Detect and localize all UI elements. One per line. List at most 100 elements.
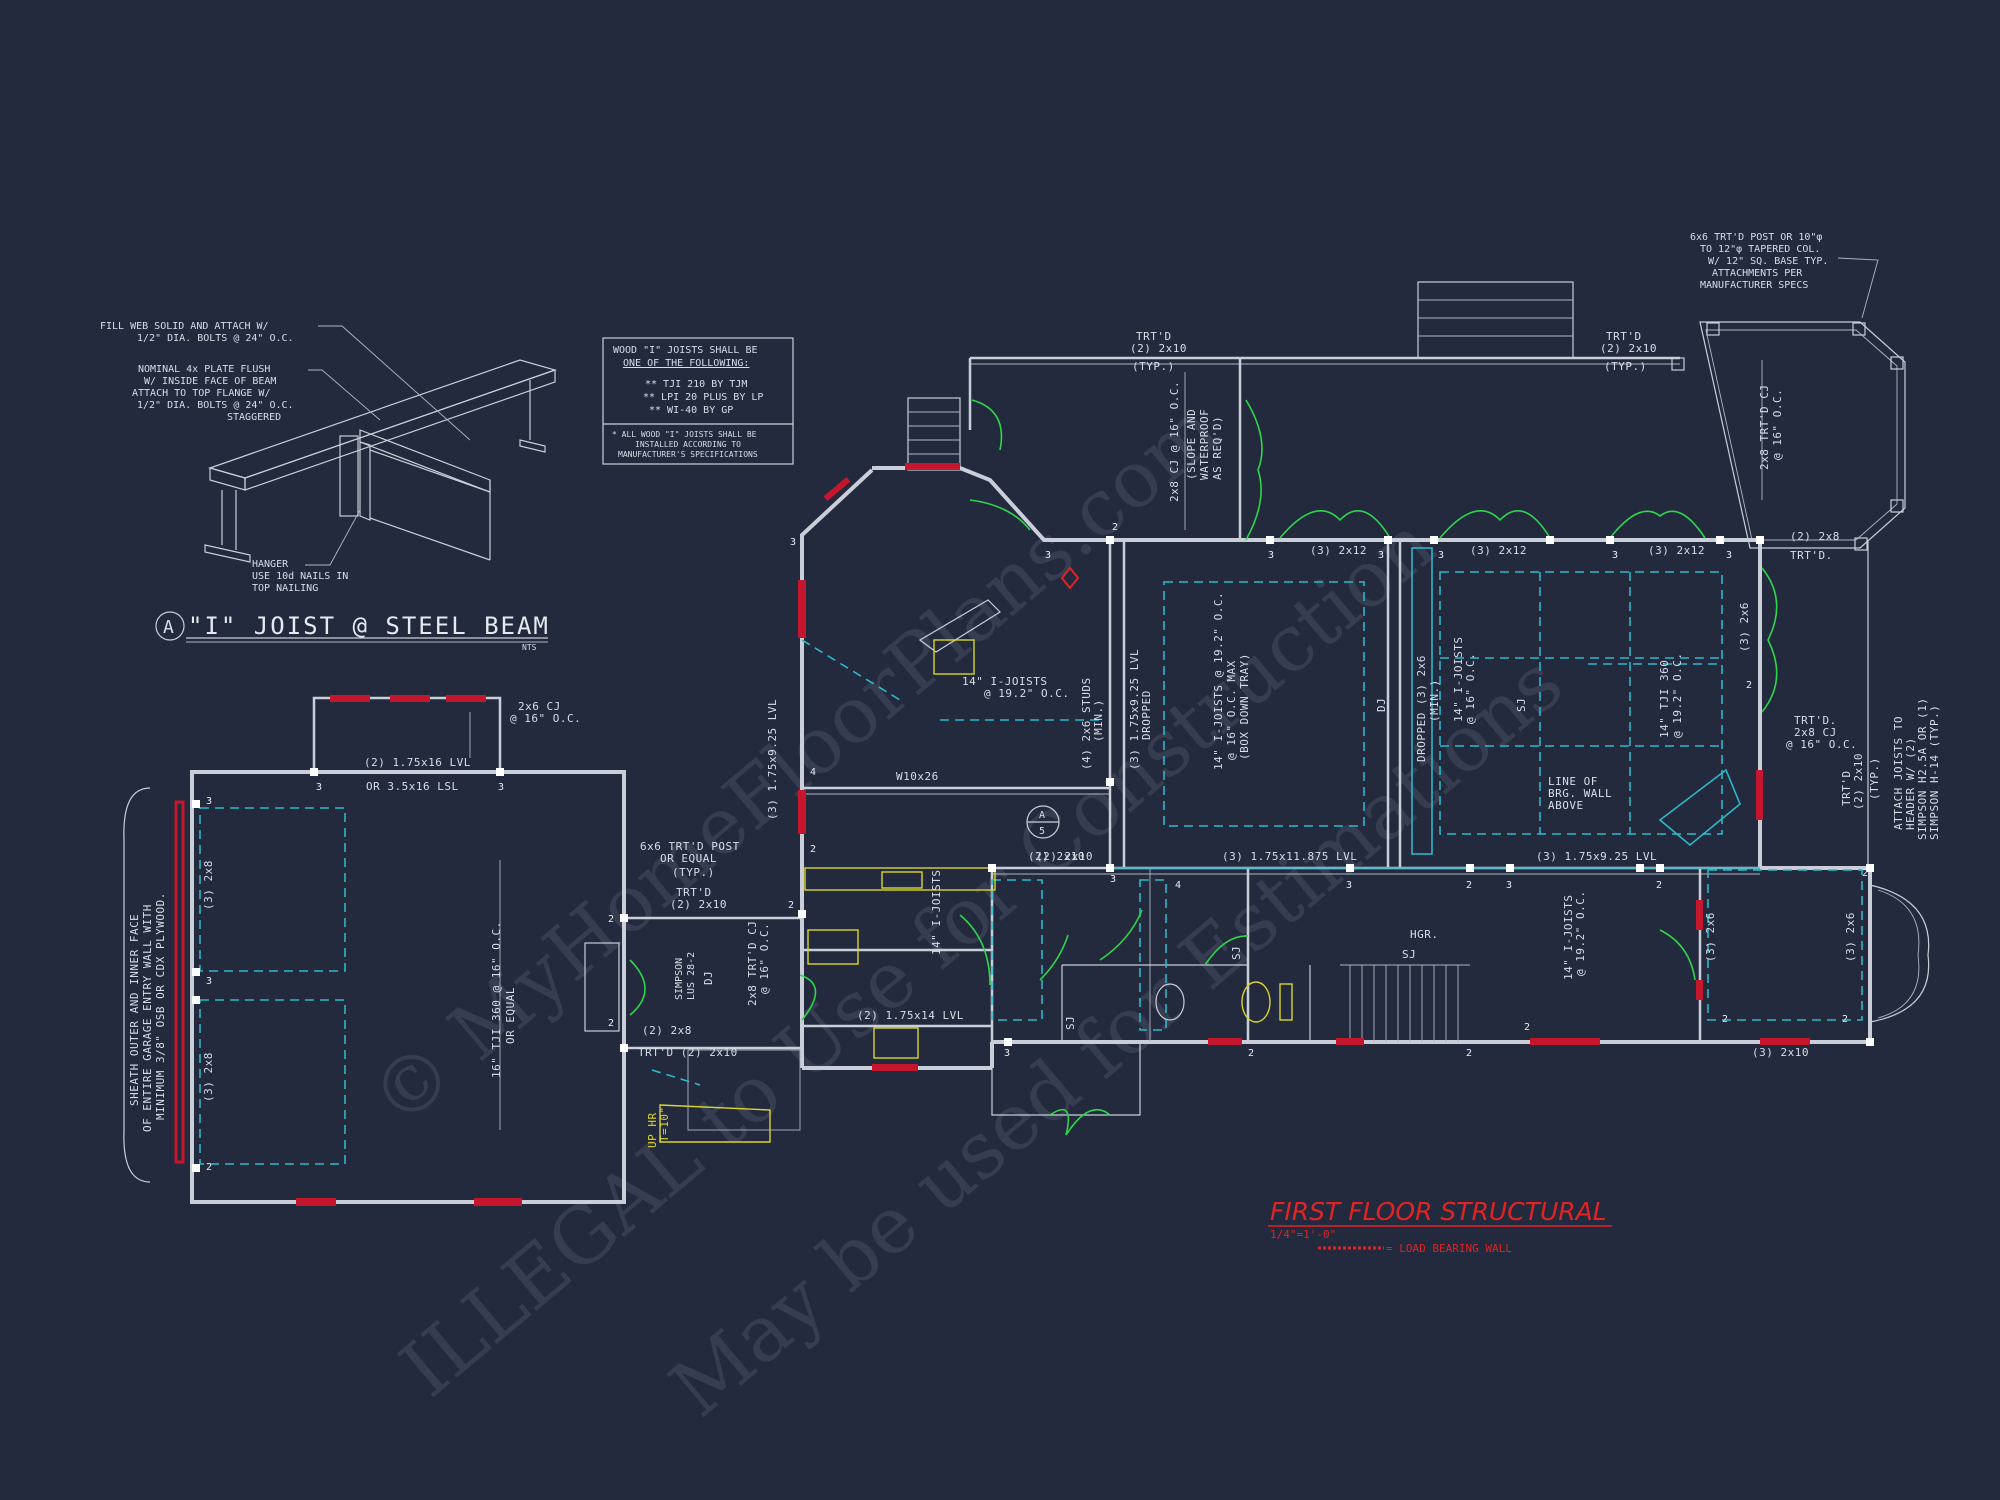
- lbl-3-2x12-c: (3) 2x12: [1648, 544, 1705, 557]
- post-24: [1866, 864, 1874, 872]
- detail-title: "I" JOIST @ STEEL BEAM: [188, 612, 550, 640]
- structural-labels: TRT'D (2) 2x10 (TYP.) TRT'D (2) 2x10 (TY…: [128, 330, 1941, 1148]
- joist-note-box: WOOD "I" JOISTS SHALL BE ONE OF THE FOLL…: [602, 337, 794, 465]
- lbl-tji360-2: @ 19.2" O.C.: [1671, 653, 1684, 738]
- door-kitchen: [799, 974, 817, 1021]
- post-13: [1384, 536, 1392, 544]
- door-east-1: [1761, 567, 1778, 713]
- lbl-g-2-2x8: (2) 2x8: [642, 1024, 692, 1037]
- door-french-2: [1439, 510, 1551, 539]
- lbl-2x10-top: (2) 2x10: [1130, 342, 1187, 355]
- leader-hanger: [305, 509, 361, 566]
- post-6: [496, 768, 504, 776]
- bn-13: 4: [1175, 880, 1181, 891]
- lbl-dropped-1: DROPPED (3) 2x6: [1415, 655, 1428, 762]
- door-porch-1: [971, 399, 1003, 451]
- lbl-sj-4: SJ: [1402, 948, 1416, 961]
- post-note-l2: TO 12"φ TAPERED COL.: [1700, 244, 1820, 255]
- bn-1: 2: [1112, 522, 1118, 533]
- front-arch: [1869, 884, 1930, 1023]
- window-w1: [798, 580, 806, 638]
- lbl-slope-3: AS REQ'D): [1211, 416, 1224, 480]
- lbl-lvl-175-14: (2) 1.75x14 LVL: [857, 1009, 964, 1022]
- bn-27: 3: [498, 782, 504, 793]
- post-18: [1756, 536, 1764, 544]
- post-10: [988, 864, 996, 872]
- leader-fill-web: [318, 325, 471, 441]
- lbl-lus: LUS 28-2: [686, 952, 697, 1000]
- window-w6: [1530, 1038, 1600, 1045]
- lbl-2-2x8: (2) 2x8: [1790, 530, 1840, 543]
- post-22: [1636, 864, 1644, 872]
- bn-29: 2: [608, 1018, 614, 1029]
- gazebo-outline: [1699, 321, 1906, 549]
- bn-6: 3: [1612, 550, 1618, 561]
- gazebo-outline-inner: [1705, 329, 1898, 541]
- bn-4: 3: [1378, 550, 1384, 561]
- lbl-trtd-2x10-g2: (2) 2x10: [670, 898, 727, 911]
- lbl-trtd-top: TRT'D: [1136, 330, 1172, 343]
- post-9: [798, 910, 806, 918]
- lbl-r-cj2: @ 16" O.C.: [1786, 738, 1857, 751]
- lbl-line-brg-3: ABOVE: [1548, 799, 1584, 812]
- detail-tag-circle: [155, 611, 185, 641]
- nook-wall-left: [800, 468, 874, 840]
- post-26: [1106, 864, 1114, 872]
- lbl-post6x6-1: 6x6 TRT'D POST: [640, 840, 740, 853]
- detail-note-fill-2: 1/2" DIA. BOLTS @ 24" O.C.: [137, 333, 294, 344]
- lbl-sj: SJ: [1515, 698, 1528, 712]
- joist-note-opt3: ** WI-40 BY GP: [649, 405, 733, 416]
- lbl-studs-1: (4) 2x6 STUDS: [1080, 677, 1093, 770]
- lbl-3-2x6-l: (3) 2x6: [1704, 912, 1717, 962]
- lbl-attach-1: ATTACH JOISTS TO: [1892, 716, 1905, 830]
- beam-flange-edge: [209, 467, 246, 491]
- garage-bay-1: [199, 807, 346, 972]
- lbl-sheath-1: SHEATH OUTER AND INNER FACE: [128, 914, 141, 1106]
- post-4: [192, 1164, 200, 1172]
- section-letter: A: [1039, 810, 1045, 821]
- legend-label: = LOAD BEARING WALL: [1386, 1242, 1512, 1255]
- bn-12: 3: [1110, 874, 1116, 885]
- lbl-ij-tray-2: @ 16" O.C. MAX: [1225, 660, 1238, 760]
- bn-21: 2: [1466, 1048, 1472, 1059]
- bn-9: 4: [810, 767, 816, 778]
- lbl-trtd-dot: TRT'D.: [1790, 549, 1833, 562]
- lbl-line-brg-1: LINE OF: [1548, 775, 1598, 788]
- toilet: [1241, 981, 1271, 1023]
- garage-braced-wall: [174, 800, 185, 1164]
- foyer-zone: [1707, 869, 1863, 1021]
- lbl-r-trtd2: TRT'D: [1840, 770, 1853, 806]
- lbl-g-3-2x8-b: (3) 2x8: [202, 1052, 215, 1102]
- lbl-typ-top: (TYP.): [1132, 360, 1175, 373]
- lbl-line-brg-2: BRG. WALL: [1548, 787, 1612, 800]
- gazebo-post-4: [1890, 499, 1904, 513]
- lbl-r-trtd: TRT'D.: [1794, 714, 1837, 727]
- lbl-cj-2x6: 2x6 CJ: [518, 700, 561, 713]
- hanger-plate: [339, 435, 359, 517]
- detail-note-fill-1: FILL WEB SOLID AND ATTACH W/: [100, 321, 269, 332]
- lbl-simpson: SIMPSON: [674, 958, 685, 1000]
- lbl-sj-2: SJ: [1064, 1016, 1077, 1030]
- joist-end: [359, 441, 371, 521]
- door-hall-1: [959, 914, 991, 986]
- lbl-cj-2x8: 2x8 CJ @ 16" O.C.: [1168, 381, 1181, 502]
- post-14: [1430, 536, 1438, 544]
- post-20: [1466, 864, 1474, 872]
- post-27: [1004, 1038, 1012, 1046]
- main-stair: [1340, 964, 1470, 1042]
- garage-step-box: [584, 942, 620, 1032]
- lbl-3-2x6-rr: (3) 2x6: [1844, 912, 1857, 962]
- post-25: [1106, 778, 1114, 786]
- detail-note-hanger-3: TOP NAILING: [252, 583, 318, 594]
- counter-top: [804, 867, 996, 891]
- window-w11: [1760, 1038, 1810, 1045]
- section-marker-a5: A 5: [1026, 805, 1060, 839]
- lbl-ij-192-small: 14" I-JOISTS: [930, 870, 943, 955]
- joist-bottom: [369, 517, 491, 561]
- lbl-slope-1: (SLOPE AND: [1185, 409, 1198, 480]
- door-garage-entry: [629, 959, 646, 1016]
- drawing-scale: 1/4"=1'-0": [1270, 1228, 1336, 1241]
- bn-16: 3: [1506, 880, 1512, 891]
